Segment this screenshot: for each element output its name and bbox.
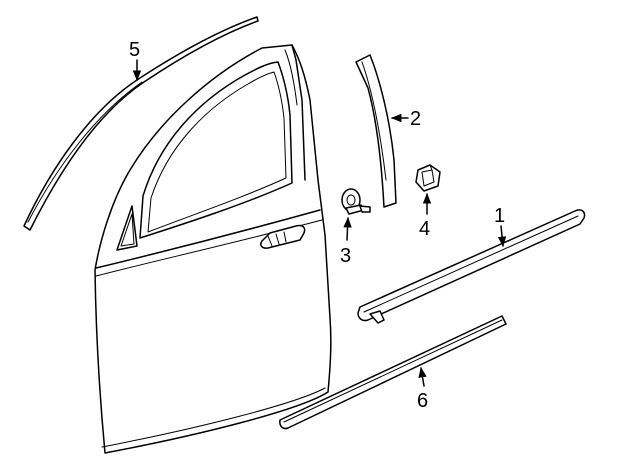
callout-4: 4 — [419, 192, 432, 240]
callout-5-label: 5 — [129, 39, 140, 61]
callout-1: 1 — [494, 205, 507, 248]
part-2-pillar-applique[interactable] — [355, 54, 397, 208]
callout-6: 6 — [417, 366, 428, 412]
callout-6-label: 6 — [417, 390, 428, 412]
callout-2-label: 2 — [410, 108, 421, 130]
part-3-clip[interactable] — [341, 188, 371, 215]
callout-5: 5 — [129, 39, 142, 82]
part-4-retainer[interactable] — [415, 164, 441, 192]
front-door — [94, 44, 332, 454]
part-5-roof-molding[interactable] — [23, 16, 259, 231]
callout-1-label: 1 — [494, 205, 505, 227]
door-handle — [260, 224, 306, 249]
callout-4-label: 4 — [419, 218, 430, 240]
callout-3-label: 3 — [340, 245, 351, 267]
part-1-body-molding[interactable] — [357, 209, 586, 324]
callout-2: 2 — [390, 108, 421, 130]
part-6-lower-molding[interactable] — [279, 315, 507, 430]
callout-3: 3 — [340, 216, 352, 267]
